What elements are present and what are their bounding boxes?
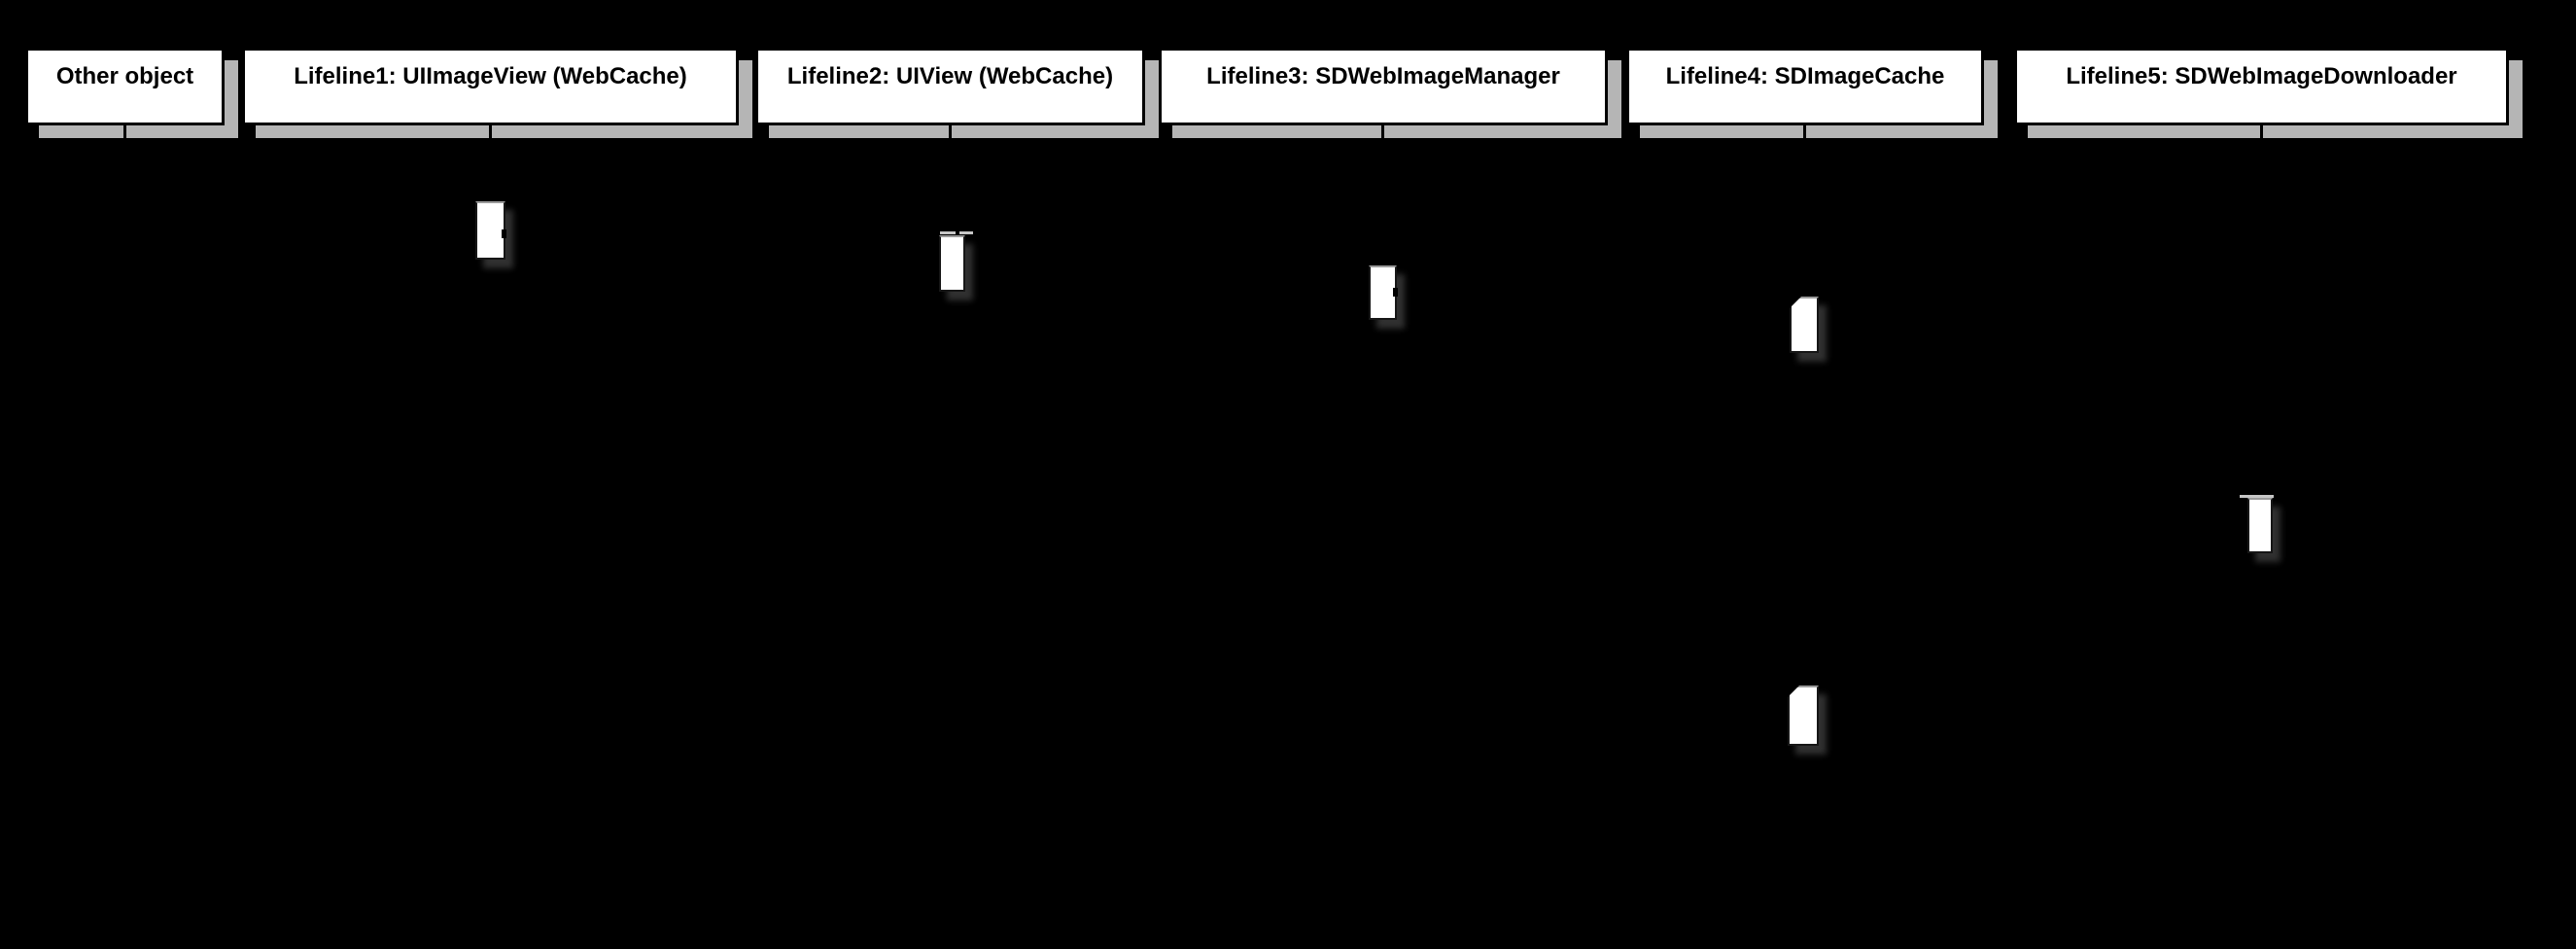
lifeline-dash-remnant — [1393, 288, 1398, 297]
arrowhead-remnant-icon — [1790, 297, 1801, 308]
lifeline-dash-remnant — [502, 229, 506, 238]
bar-edge-highlight — [940, 231, 956, 234]
bar-edge-highlight — [959, 231, 973, 234]
lifeline-dash-lifeline4 — [1803, 125, 1806, 139]
lifeline-header-lifeline5: Lifeline5: SDWebImageDownloader — [2014, 48, 2509, 125]
lifeline-header-lifeline3: Lifeline3: SDWebImageManager — [1159, 48, 1608, 125]
lifeline-dash-lifeline2 — [949, 125, 952, 139]
lifeline-dash-lifeline1 — [489, 125, 492, 139]
lifeline-header-lifeline2: Lifeline2: UIView (WebCache) — [755, 48, 1145, 125]
lifeline-dash-lifeline5 — [2260, 125, 2263, 139]
activation-bar-lifeline3 — [1369, 265, 1397, 320]
activation-bar-lifeline5 — [2247, 498, 2273, 553]
bar-edge-highlight — [2240, 495, 2274, 498]
lifeline-header-other-object: Other object — [25, 48, 225, 125]
arrowhead-remnant-icon — [1788, 685, 1799, 697]
lifeline-dash-lifeline3 — [1381, 125, 1384, 139]
lifeline-header-lifeline1: Lifeline1: UIImageView (WebCache) — [242, 48, 739, 125]
lifeline-header-lifeline4: Lifeline4: SDImageCache — [1626, 48, 1984, 125]
activation-bar-lifeline2 — [939, 235, 965, 292]
lifeline-dash-other-object — [123, 125, 126, 139]
